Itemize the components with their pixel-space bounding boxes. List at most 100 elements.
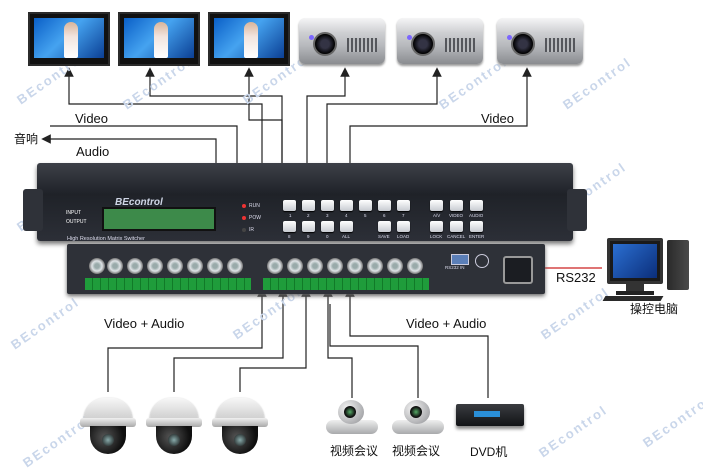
button-7[interactable] bbox=[397, 200, 410, 211]
switcher-rear-panel: RS232 IN bbox=[67, 244, 545, 294]
bnc-connector bbox=[147, 258, 163, 274]
lcd-output-label: OUTPUT bbox=[66, 219, 87, 225]
rs232-port bbox=[451, 254, 469, 265]
video-audio-input-label-right: Video + Audio bbox=[406, 316, 487, 331]
button-2[interactable] bbox=[302, 200, 315, 211]
button-3[interactable] bbox=[321, 200, 334, 211]
button-label: ALL bbox=[342, 234, 351, 239]
button-label: 6 bbox=[383, 213, 386, 218]
input-line-dvd bbox=[345, 287, 489, 398]
input-line-vc1 bbox=[323, 287, 353, 398]
dome-camera-2 bbox=[146, 398, 202, 454]
button-video[interactable] bbox=[450, 200, 463, 211]
button-label: LOCK bbox=[430, 234, 443, 239]
bnc-connector bbox=[227, 258, 243, 274]
switcher-lcd: INPUT OUTPUT bbox=[66, 207, 216, 231]
video-line-proj3 bbox=[349, 67, 532, 170]
button-cancel[interactable] bbox=[450, 221, 463, 232]
video-line-tv1 bbox=[64, 67, 263, 195]
rs232-label: RS232 bbox=[556, 270, 596, 285]
video-line-proj2 bbox=[326, 67, 442, 170]
rack-ear-right bbox=[567, 189, 587, 231]
power-socket bbox=[503, 256, 533, 284]
video-audio-input-label-left: Video + Audio bbox=[104, 316, 185, 331]
lcd-input-label: INPUT bbox=[66, 210, 81, 216]
bnc-connector bbox=[267, 258, 283, 274]
button-label: 5 bbox=[364, 213, 367, 218]
led-label: RUN bbox=[249, 203, 260, 209]
button-6[interactable] bbox=[378, 200, 391, 211]
input-line-cam2 bbox=[173, 287, 288, 392]
button-label: CANCEL bbox=[447, 234, 466, 239]
lcd-display-3 bbox=[208, 12, 290, 66]
audio-output-label: Audio bbox=[76, 144, 110, 159]
projector-1 bbox=[299, 18, 385, 64]
button-8[interactable] bbox=[283, 221, 296, 232]
button-label: SAVE bbox=[378, 234, 390, 239]
bnc-connector bbox=[167, 258, 183, 274]
button-lock[interactable] bbox=[430, 221, 443, 232]
bnc-connector bbox=[387, 258, 403, 274]
bnc-connector bbox=[107, 258, 123, 274]
audio-line bbox=[50, 125, 238, 170]
run-led bbox=[242, 204, 246, 208]
button-label: 7 bbox=[402, 213, 405, 218]
ce-mark bbox=[475, 254, 489, 268]
video-line-tv3 bbox=[244, 67, 283, 170]
dome-camera-1 bbox=[80, 398, 136, 454]
bnc-connector bbox=[89, 258, 105, 274]
button-label: AUDIO bbox=[469, 213, 484, 218]
video-output-label: Video bbox=[75, 111, 109, 126]
bnc-connector bbox=[407, 258, 423, 274]
button-label: LOAD bbox=[397, 234, 410, 239]
bnc-connector bbox=[127, 258, 143, 274]
button-av[interactable] bbox=[430, 200, 443, 211]
button-9[interactable] bbox=[302, 221, 315, 232]
button-label: VIDEO bbox=[449, 213, 464, 218]
video-conference-camera-1 bbox=[326, 400, 378, 440]
bnc-connector bbox=[187, 258, 203, 274]
rs232-port-label: RS232 IN bbox=[445, 265, 465, 270]
pow-led bbox=[242, 216, 246, 220]
button-load[interactable] bbox=[397, 221, 410, 232]
video-conference-camera-2 bbox=[392, 400, 444, 440]
bnc-connector bbox=[307, 258, 323, 274]
button-5[interactable] bbox=[359, 200, 372, 211]
bnc-connector bbox=[327, 258, 343, 274]
pc-label: 操控电脑 bbox=[630, 302, 679, 316]
rack-ear-left bbox=[23, 189, 43, 231]
button-enter[interactable] bbox=[470, 221, 483, 232]
projector-3 bbox=[497, 18, 583, 64]
dvd-label: DVD机 bbox=[470, 445, 508, 459]
speaker-label: 音响 bbox=[14, 132, 39, 146]
button-audio[interactable] bbox=[470, 200, 483, 211]
video-line-proj1 bbox=[306, 67, 350, 170]
video-conference-2-label: 视频会议 bbox=[392, 444, 441, 458]
video-output-label-right: Video bbox=[481, 111, 515, 126]
button-1[interactable] bbox=[283, 200, 296, 211]
pc-monitor-base bbox=[616, 291, 654, 295]
button-save[interactable] bbox=[378, 221, 391, 232]
audio-line-2 bbox=[41, 134, 217, 170]
button-all[interactable] bbox=[340, 221, 353, 232]
button-4[interactable] bbox=[340, 200, 353, 211]
video-conference-1-label: 视频会议 bbox=[330, 444, 379, 458]
audio-terminal-block-out bbox=[263, 278, 429, 290]
button-label: A/V bbox=[433, 213, 441, 218]
matrix-switcher: BEcontrol INPUT OUTPUT High Resolution M… bbox=[23, 163, 587, 242]
button-label: 4 bbox=[345, 213, 348, 218]
bnc-connector bbox=[347, 258, 363, 274]
keyboard bbox=[602, 296, 664, 301]
ir-led bbox=[242, 228, 246, 232]
audio-terminal-block-in bbox=[85, 278, 251, 290]
button-label: 9 bbox=[307, 234, 310, 239]
button-0[interactable] bbox=[321, 221, 334, 232]
lcd-display-1 bbox=[28, 12, 110, 66]
button-label: 3 bbox=[326, 213, 329, 218]
button-label: 2 bbox=[307, 213, 310, 218]
dvd-player bbox=[456, 404, 524, 426]
input-line-vc2 bbox=[329, 304, 419, 398]
button-label: 8 bbox=[288, 234, 291, 239]
